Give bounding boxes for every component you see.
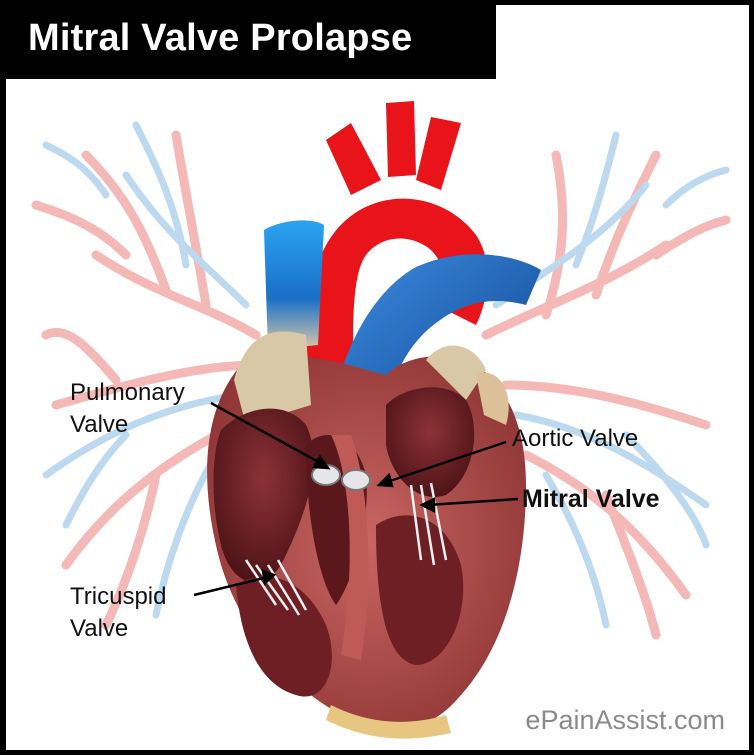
label-pulmonary-line1: Pulmonary bbox=[70, 377, 185, 409]
label-tricuspid-line1: Tricuspid bbox=[70, 581, 166, 613]
label-pulmonary-valve: Pulmonary Valve bbox=[70, 377, 185, 441]
label-tricuspid-valve: Tricuspid Valve bbox=[70, 581, 166, 645]
watermark: ePainAssist.com bbox=[525, 705, 725, 736]
label-tricuspid-line2: Valve bbox=[70, 613, 166, 645]
diagram-title: Mitral Valve Prolapse bbox=[28, 17, 412, 60]
label-aortic-valve: Aortic Valve bbox=[512, 423, 638, 455]
right-lung-vessels bbox=[486, 135, 726, 635]
title-banner: Mitral Valve Prolapse bbox=[6, 5, 496, 79]
superior-vena-cava bbox=[264, 220, 324, 350]
aortic-valve-ring bbox=[342, 470, 370, 490]
label-mitral-valve: Mitral Valve bbox=[522, 483, 660, 515]
label-pulmonary-line2: Valve bbox=[70, 409, 185, 441]
